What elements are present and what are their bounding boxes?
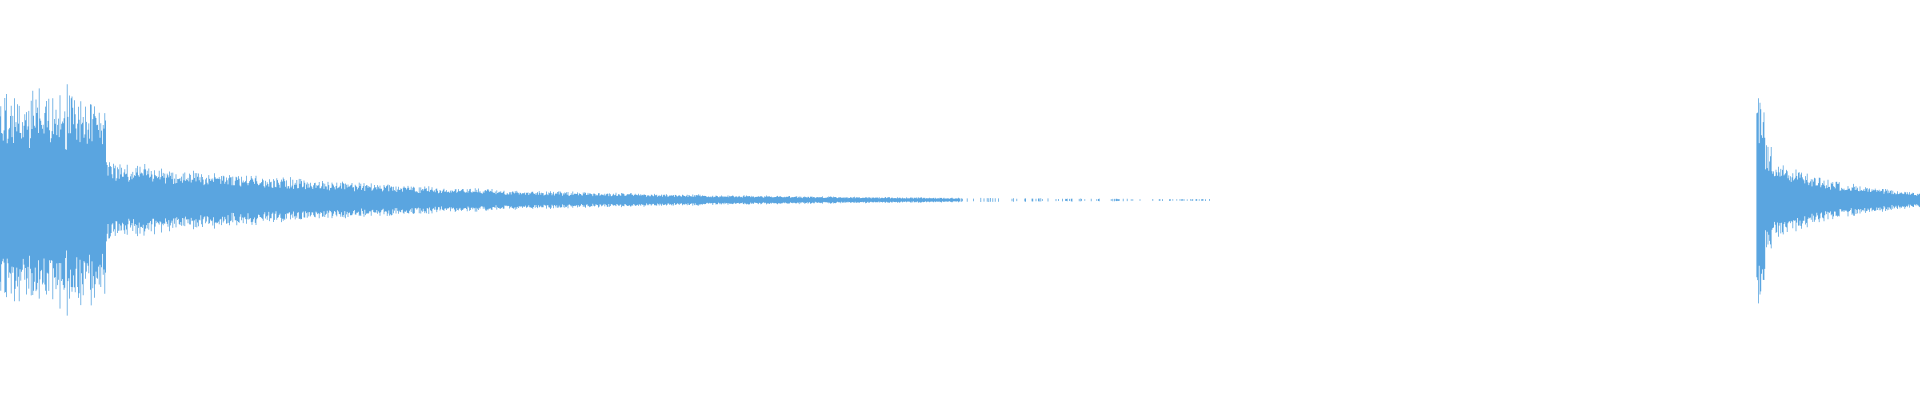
waveform-clips [0, 84, 1920, 316]
waveform-trace-2 [1756, 98, 1920, 304]
waveform-clip-1[interactable] [0, 84, 1210, 316]
waveform-trace-1 [0, 84, 1210, 316]
waveform-clip-2[interactable] [1756, 98, 1920, 304]
